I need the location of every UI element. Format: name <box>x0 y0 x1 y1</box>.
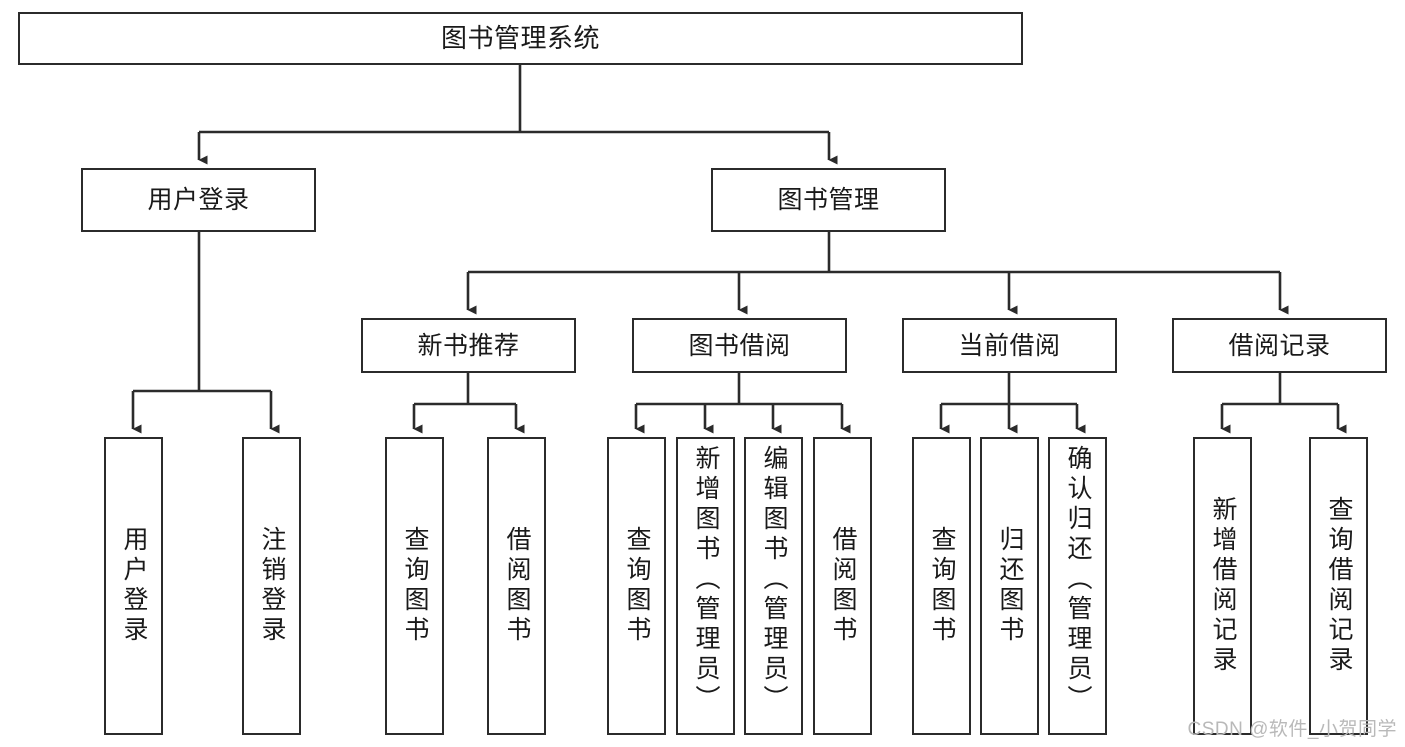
node-user-login[interactable]: 用户登录 <box>81 168 316 232</box>
leaf-borrow-query-book[interactable]: 查询图书 <box>607 437 666 735</box>
node-label: 编辑图书（管理员） <box>760 445 788 715</box>
node-label: 图书管理 <box>777 186 880 214</box>
node-new-book-recommendation[interactable]: 新书推荐 <box>361 318 576 373</box>
node-label: 查询图书 <box>928 526 956 646</box>
leaf-logout[interactable]: 注销登录 <box>242 437 301 735</box>
node-label: 查询借阅记录 <box>1325 496 1353 676</box>
node-label: 用户登录 <box>147 186 250 214</box>
leaf-add-book-admin[interactable]: 新增图书（管理员） <box>676 437 735 735</box>
leaf-return-book[interactable]: 归还图书 <box>980 437 1039 735</box>
node-label: 图书借阅 <box>688 331 791 360</box>
leaf-edit-book-admin[interactable]: 编辑图书（管理员） <box>744 437 803 735</box>
node-label: 用户登录 <box>120 526 148 646</box>
node-label: 当前借阅 <box>958 331 1061 360</box>
node-root-book-management-system[interactable]: 图书管理系统 <box>18 12 1023 65</box>
node-current-borrow[interactable]: 当前借阅 <box>902 318 1117 373</box>
node-label: 注销登录 <box>258 526 286 646</box>
node-label: 借阅记录 <box>1228 331 1331 360</box>
node-label: 确认归还（管理员） <box>1064 445 1092 715</box>
node-borrow-record[interactable]: 借阅记录 <box>1172 318 1387 373</box>
node-label: 新书推荐 <box>417 331 520 360</box>
node-book-management[interactable]: 图书管理 <box>711 168 946 232</box>
csdn-watermark: CSDN @软件_小贺同学 <box>1187 719 1397 740</box>
leaf-query-borrow-record[interactable]: 查询借阅记录 <box>1309 437 1368 735</box>
leaf-recommend-borrow-book[interactable]: 借阅图书 <box>487 437 546 735</box>
leaf-user-login[interactable]: 用户登录 <box>104 437 163 735</box>
node-book-borrow[interactable]: 图书借阅 <box>632 318 847 373</box>
node-label: 查询图书 <box>401 526 429 646</box>
node-label: 新增借阅记录 <box>1209 496 1237 676</box>
node-label: 图书管理系统 <box>440 22 600 53</box>
node-label: 新增图书（管理员） <box>692 445 720 715</box>
leaf-add-borrow-record[interactable]: 新增借阅记录 <box>1193 437 1252 735</box>
node-label: 借阅图书 <box>829 526 857 646</box>
node-label: 借阅图书 <box>503 526 531 646</box>
leaf-borrow-book[interactable]: 借阅图书 <box>813 437 872 735</box>
leaf-confirm-return-admin[interactable]: 确认归还（管理员） <box>1048 437 1107 735</box>
leaf-recommend-query-book[interactable]: 查询图书 <box>385 437 444 735</box>
node-label: 归还图书 <box>996 526 1024 646</box>
leaf-current-query-book[interactable]: 查询图书 <box>912 437 971 735</box>
node-label: 查询图书 <box>623 526 651 646</box>
